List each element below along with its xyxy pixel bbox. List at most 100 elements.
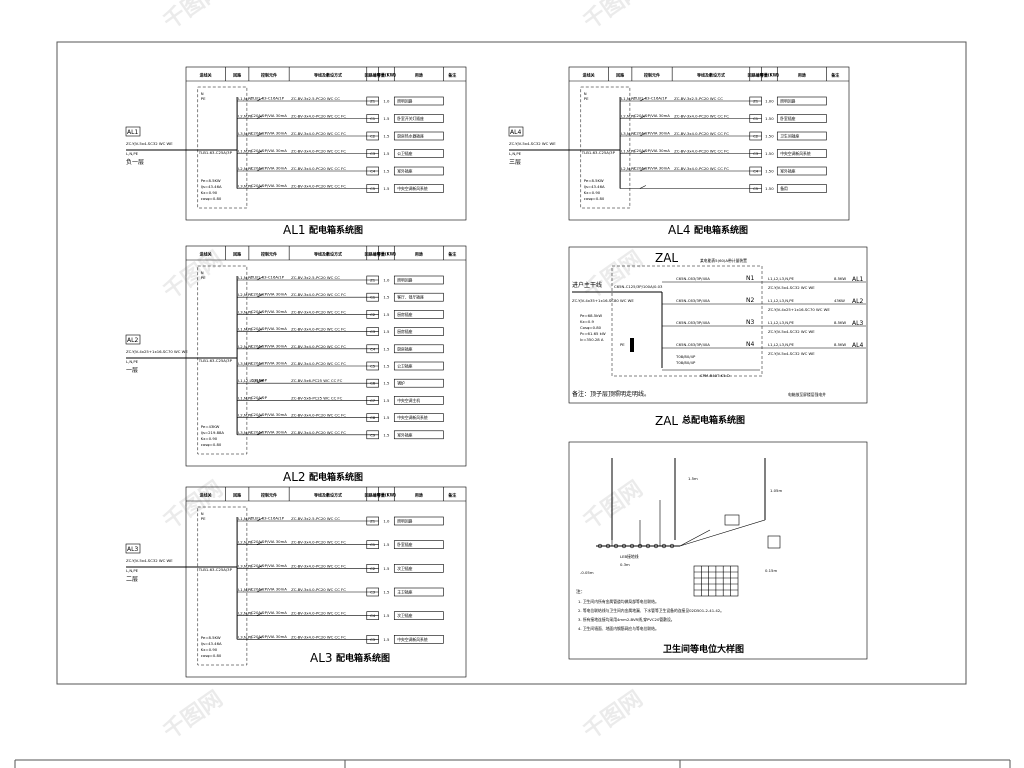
circuit-no-box bbox=[749, 166, 762, 176]
circuit-wire: ZC-BV-3x2.5-PC20 WC CC bbox=[291, 516, 340, 521]
table-header: 用途 bbox=[414, 251, 423, 257]
circuit-wire: ZC-BV-3x4.0-PC20 WC CC FC bbox=[291, 430, 346, 435]
circuit-use-box bbox=[393, 114, 444, 123]
circuit-wire: ZC-BV-3x2.5-PC20 WC CC bbox=[291, 96, 340, 101]
circuit-wire: ZC-BV-3x4.0-PC20 WC CC FC bbox=[291, 309, 346, 314]
bar-terminal bbox=[645, 543, 651, 549]
circuit-use: 厨房热水器插座 bbox=[397, 134, 424, 139]
circuit-wire: ZC-BV-3x4.0-PC20 WC CC FC bbox=[291, 184, 346, 189]
table-header: 容量(KW) bbox=[376, 72, 396, 78]
table-header: 回路编号 bbox=[365, 72, 381, 78]
zal-output-n: N4 bbox=[746, 341, 754, 348]
bath-note: 4. 卫生间墙面、地面内钢筋网应与等电位联结。 bbox=[578, 626, 659, 631]
circuit-breaker: C20A/2P/VIA 30mA bbox=[251, 429, 287, 434]
panel-tag: AL2 bbox=[127, 337, 138, 344]
stat-pe: Pe=8.5KW bbox=[584, 178, 604, 183]
circuit-no-box bbox=[366, 166, 379, 176]
stat-cos: cosφ=0.80 bbox=[201, 653, 222, 658]
circuit-wire: ZC-BV-3x2.5-PC20 WC CC bbox=[674, 96, 723, 101]
breaker-symbol bbox=[256, 276, 264, 281]
n-bus-label: N bbox=[201, 270, 204, 275]
circuit-use-box bbox=[393, 430, 444, 440]
zal-output-breaker: C65N-C63/3P/40A bbox=[676, 342, 710, 347]
panel-table-frame bbox=[185, 66, 467, 221]
incoming-cable-label: ZC-YJV-5x4-SC32 WC WE bbox=[126, 558, 173, 563]
zal-incoming-breaker: C65N-C125/3P/100A/0.03 bbox=[614, 284, 663, 289]
circuit-kw: 1.0 bbox=[383, 278, 390, 283]
breaker-symbol bbox=[256, 311, 264, 315]
circuit-breaker: C20A/2P/VIA 30mA bbox=[634, 148, 670, 153]
circuit-wire: ZC-BV-3x4.0-PC20 WC CC FC bbox=[291, 131, 346, 136]
ldb-label: LEB接地线 bbox=[620, 554, 639, 559]
circuit-no: C3 bbox=[370, 590, 376, 595]
watermark-text: 千图网 bbox=[579, 687, 647, 745]
zal-output-cable: ZC-YJV-4x25+1x16-SC70 WC WE bbox=[768, 307, 830, 312]
circuit-breaker: C20A/2P/VIA 30mA bbox=[251, 563, 287, 568]
circuit-wire: ZC-BV-3x4.0-PC20 WC CC FC bbox=[291, 114, 346, 119]
panel-tag-box bbox=[125, 334, 141, 345]
circuit-no-box bbox=[366, 587, 379, 597]
circuit-use: 室外插座 bbox=[397, 432, 412, 437]
circuit-use-box bbox=[776, 149, 827, 158]
circuit-no-box bbox=[366, 361, 379, 371]
circuit-no: C8 bbox=[370, 415, 376, 420]
table-header: 进线关 bbox=[583, 72, 595, 78]
circuit-breaker: C20A/2P/VIA 30mA bbox=[251, 539, 287, 544]
pe-bar-label: PE bbox=[620, 342, 625, 347]
circuit-breaker: C20A/2P/VIA 30mA bbox=[251, 131, 287, 136]
watermark-layer: 千图网千图网千图网千图网千图网千图网千图网千图网 bbox=[159, 0, 647, 745]
bar-terminal bbox=[597, 543, 603, 549]
circuit-kw: 1.50 bbox=[765, 134, 774, 139]
circuit-phase: L3,N,PE bbox=[621, 131, 636, 136]
breaker-symbol bbox=[256, 379, 264, 384]
circuit-phase: L3,N,PE bbox=[238, 430, 253, 435]
zal-incoming-cable: ZC-YJV-4x35+1x16-SC80 WC WE bbox=[572, 298, 634, 303]
circuit-use: 照明回路 bbox=[780, 99, 795, 104]
zal-output-cable: ZC-YJV-5x4-SC32 WC WE bbox=[768, 351, 815, 356]
circuit-use: 照明回路 bbox=[397, 278, 412, 283]
zal-output-breaker: C65N-C63/3P/40A bbox=[676, 320, 710, 325]
zal-cos: Cosφ=0.80 bbox=[580, 325, 602, 330]
circuit-use: 照明回路 bbox=[397, 519, 412, 524]
circuit-use-box bbox=[393, 344, 444, 354]
bath-note: 3. 所有接地连接均采用4mm2-BVR线,穿PVC20管敷设。 bbox=[578, 617, 675, 622]
circuit-no: C1 bbox=[370, 116, 376, 121]
table-header: 进线关 bbox=[200, 251, 212, 257]
breaker-symbol bbox=[256, 414, 264, 418]
circuit-phase: L2,N,PE bbox=[238, 166, 253, 171]
ldb-value: 0.3m bbox=[620, 562, 630, 567]
zal-output-to: AL3 bbox=[852, 320, 863, 327]
circuit-breaker: C20A/2P/VIA 30mA bbox=[634, 166, 670, 171]
circuit-kw: 1.50 bbox=[765, 151, 774, 156]
stat-cos: cosφ=0.80 bbox=[201, 196, 222, 201]
zal-pe: Pe=68.5kW bbox=[580, 313, 602, 318]
main-breaker-label: TLB1-63-C25A/3P bbox=[198, 567, 233, 572]
circuit-kw: 1.00 bbox=[765, 99, 774, 104]
table-header: 备注 bbox=[447, 251, 456, 257]
circuit-use: 公卫插座 bbox=[397, 151, 412, 156]
zal-output-phase: L1,L2,L3,N,PE bbox=[768, 320, 795, 325]
watermark-text: 千图网 bbox=[579, 477, 647, 535]
circuit-kw: 1.0 bbox=[383, 99, 390, 104]
breaker-symbol bbox=[256, 167, 264, 172]
circuit-no-box bbox=[366, 378, 379, 388]
circuit-breaker: C20A/2P/VIA 30mA bbox=[251, 113, 287, 118]
circuit-phase: L2,N,PE bbox=[238, 611, 253, 616]
panel-enclosure-dashed bbox=[197, 265, 248, 455]
circuit-use-box bbox=[393, 413, 444, 422]
caption-code: AL3 bbox=[310, 651, 333, 665]
breaker-symbol bbox=[639, 150, 647, 154]
breaker-symbol bbox=[256, 565, 264, 569]
circuit-no-box bbox=[366, 114, 379, 123]
circuit-use-box bbox=[393, 166, 444, 176]
circuit-no-box bbox=[366, 516, 379, 526]
al2-panel-diagram: 进线关回路控制元件导线及敷设方式回路编号容量(KW)用途备注NPEZC-YJV-… bbox=[125, 245, 467, 484]
stat-cos: cosφ=0.80 bbox=[584, 196, 605, 201]
circuit-wire: ZC-BV-3x4.0-PC20 WC CC FC bbox=[291, 587, 346, 592]
circuit-kw: 1.5 bbox=[383, 329, 390, 334]
circuit-no: C2 bbox=[370, 134, 376, 139]
circuit-phase: L1,N,PE bbox=[238, 587, 253, 592]
circuit-use: 锅炉 bbox=[397, 381, 405, 386]
breaker-symbol bbox=[256, 612, 264, 616]
spd-breaker: CPM-R40T K5 D bbox=[700, 373, 730, 378]
